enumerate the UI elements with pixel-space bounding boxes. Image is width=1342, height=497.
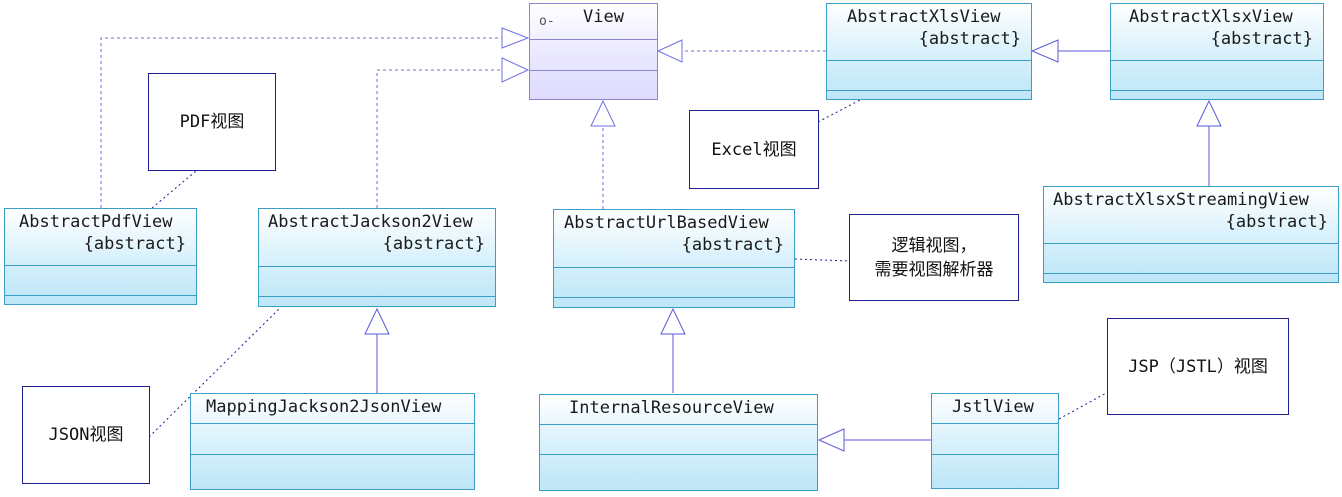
class-name: AbstractXlsxStreamingView bbox=[1053, 190, 1309, 210]
note-excel-view[interactable]: Excel视图 bbox=[689, 110, 819, 189]
attribute-separator bbox=[932, 423, 1058, 424]
note-anchor-pdf bbox=[151, 170, 197, 209]
class-abstract-pdf-view[interactable]: AbstractPdfView {abstract} bbox=[4, 208, 197, 305]
note-text: 逻辑视图， 需要视图解析器 bbox=[874, 235, 994, 280]
attribute-separator bbox=[1111, 60, 1323, 61]
note-pdf-view[interactable]: PDF视图 bbox=[148, 73, 276, 171]
operation-separator bbox=[554, 297, 794, 298]
note-text: Excel视图 bbox=[711, 139, 797, 160]
realization-arrowhead bbox=[501, 57, 530, 83]
class-name: MappingJackson2JsonView bbox=[206, 397, 442, 417]
operation-separator bbox=[540, 454, 817, 455]
class-jstl-view[interactable]: JstlView bbox=[931, 393, 1059, 489]
note-jsp-view[interactable]: JSP（JSTL）视图 bbox=[1107, 318, 1289, 415]
class-name: AbstractUrlBasedView bbox=[564, 213, 769, 233]
generalization-arrowhead bbox=[1030, 39, 1059, 63]
class-name: AbstractXlsxView bbox=[1129, 7, 1293, 27]
class-abstract-jackson2-view[interactable]: AbstractJackson2View {abstract} bbox=[258, 208, 496, 307]
class-stereotype: {abstract} bbox=[1225, 212, 1328, 232]
note-json-view[interactable]: JSON视图 bbox=[22, 386, 150, 484]
class-abstract-xlsx-view[interactable]: AbstractXlsxView {abstract} bbox=[1110, 3, 1324, 100]
operation-separator bbox=[932, 454, 1058, 455]
class-name: AbstractXlsView bbox=[847, 7, 1001, 27]
attribute-separator bbox=[540, 424, 817, 425]
note-anchor-logical bbox=[794, 258, 850, 262]
note-text: JSP（JSTL）视图 bbox=[1128, 356, 1268, 377]
generalization-arrowhead bbox=[817, 428, 845, 452]
class-stereotype: {abstract} bbox=[83, 234, 186, 254]
note-anchor-json bbox=[148, 308, 280, 438]
note-logical-view[interactable]: 逻辑视图， 需要视图解析器 bbox=[849, 214, 1019, 301]
visibility-icon: o- bbox=[539, 14, 555, 29]
note-text: PDF视图 bbox=[179, 112, 245, 132]
class-name: AbstractJackson2View bbox=[268, 212, 473, 232]
class-internal-resource-view[interactable]: InternalResourceView bbox=[539, 394, 818, 491]
operation-separator bbox=[1044, 273, 1338, 274]
operation-separator bbox=[1111, 90, 1323, 91]
attribute-separator bbox=[1044, 243, 1338, 244]
operation-separator bbox=[191, 454, 474, 455]
realization-arrowhead bbox=[656, 39, 683, 63]
attribute-separator bbox=[191, 423, 474, 424]
class-stereotype: {abstract} bbox=[382, 234, 485, 254]
generalization-arrowhead bbox=[660, 307, 686, 335]
generalization-arrowhead bbox=[1196, 99, 1222, 127]
class-abstract-xls-view[interactable]: AbstractXlsView {abstract} bbox=[826, 3, 1032, 100]
generalization-arrowhead bbox=[364, 307, 390, 335]
operation-separator bbox=[5, 295, 196, 296]
class-view[interactable]: o- View bbox=[529, 3, 658, 100]
class-abstract-xlsx-streaming-view[interactable]: AbstractXlsxStreamingView {abstract} bbox=[1043, 186, 1339, 283]
attribute-separator bbox=[827, 60, 1031, 61]
class-stereotype: {abstract} bbox=[1210, 29, 1313, 49]
note-anchor-jsp bbox=[1058, 391, 1109, 420]
note-text: JSON视图 bbox=[48, 425, 124, 445]
attribute-separator bbox=[554, 267, 794, 268]
class-stereotype: {abstract} bbox=[918, 29, 1021, 49]
class-name: View bbox=[583, 7, 624, 27]
realization-arrowhead bbox=[501, 27, 530, 49]
class-abstract-url-based-view[interactable]: AbstractUrlBasedView {abstract} bbox=[553, 209, 795, 308]
operation-separator bbox=[827, 90, 1031, 91]
attribute-separator bbox=[259, 266, 495, 267]
operation-separator bbox=[530, 70, 657, 71]
operation-separator bbox=[259, 296, 495, 297]
class-name: JstlView bbox=[952, 397, 1034, 417]
class-name: AbstractPdfView bbox=[19, 212, 173, 232]
attribute-separator bbox=[530, 39, 657, 40]
class-mapping-jackson2-json-view[interactable]: MappingJackson2JsonView bbox=[190, 393, 475, 490]
note-anchor-excel bbox=[817, 99, 861, 123]
realization-line-jackson2-view bbox=[376, 69, 502, 208]
realization-line-pdf-view bbox=[100, 37, 502, 208]
class-name: InternalResourceView bbox=[569, 398, 774, 418]
attribute-separator bbox=[5, 265, 196, 266]
realization-arrowhead bbox=[590, 99, 616, 127]
class-stereotype: {abstract} bbox=[681, 235, 784, 255]
